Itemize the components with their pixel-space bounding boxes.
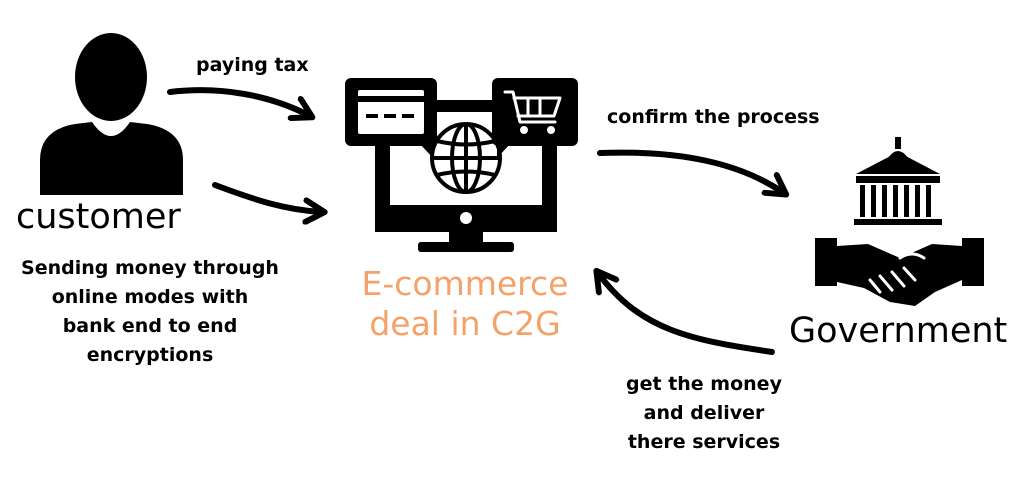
arrow-customer-to-center — [212, 182, 322, 212]
return-label-line: get the money — [626, 373, 782, 395]
customer-description: Sending money through online modes with … — [6, 254, 294, 370]
customer-description-line: encryptions — [86, 344, 214, 366]
person-icon — [40, 33, 183, 195]
center-title: E-commerce deal in C2G — [340, 264, 590, 344]
arrow-return — [598, 273, 775, 355]
handshake-icon — [815, 238, 984, 306]
customer-description-line: Sending money through — [21, 257, 279, 279]
government-building-icon — [854, 137, 942, 225]
center-title-line: E-commerce — [361, 264, 569, 303]
arrow-confirm — [597, 149, 784, 193]
customer-description-line: online modes with — [51, 286, 249, 308]
customer-description-line: bank end to end — [62, 315, 238, 337]
center-title-line: deal in C2G — [369, 304, 561, 343]
shopping-cart-icon — [492, 78, 578, 158]
return-label-line: and deliver — [643, 402, 765, 424]
return-label-line: there services — [627, 431, 781, 453]
paying-tax-label: paying tax — [196, 54, 309, 76]
confirm-label: confirm the process — [607, 106, 820, 128]
return-label: get the money and deliver there services — [604, 370, 804, 457]
globe-icon — [430, 122, 502, 194]
government-title: Government — [789, 311, 1008, 351]
customer-title: customer — [16, 197, 181, 237]
arrow-paying-tax — [167, 87, 310, 116]
credit-card-icon — [345, 78, 437, 158]
